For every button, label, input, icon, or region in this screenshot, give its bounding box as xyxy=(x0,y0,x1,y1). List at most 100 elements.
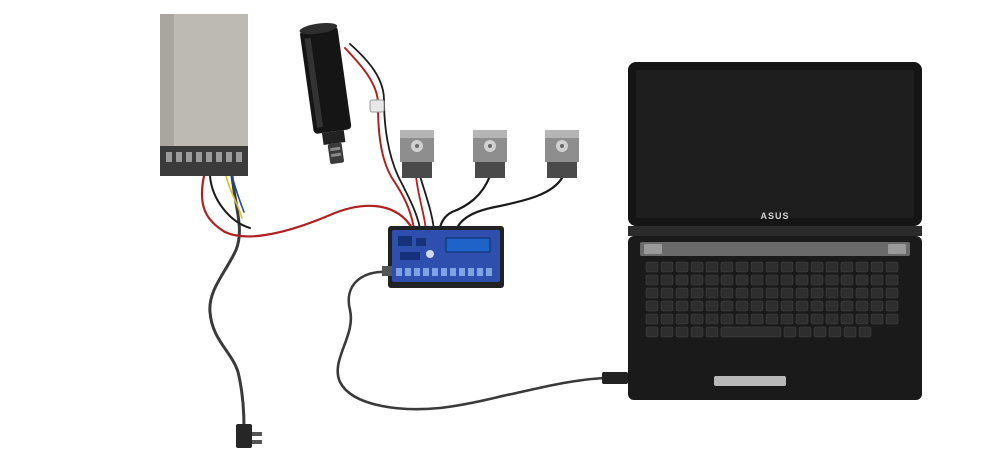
keyboard-key xyxy=(765,300,779,312)
keyboard-key xyxy=(870,261,884,273)
keyboard-key xyxy=(885,313,899,325)
keyboard-key xyxy=(765,261,779,273)
keyboard-key xyxy=(660,261,674,273)
keyboard-key xyxy=(795,274,809,286)
keyboard-key xyxy=(660,326,674,338)
keyboard-key xyxy=(855,261,869,273)
power-supply-terminals xyxy=(166,152,242,162)
power-supply-body xyxy=(160,14,248,164)
keyboard-key xyxy=(780,261,794,273)
keyboard-key xyxy=(705,326,719,338)
keyboard-key xyxy=(843,326,857,338)
keyboard-key xyxy=(780,313,794,325)
stepper-motor-3 xyxy=(545,130,579,178)
keyboard-key xyxy=(765,287,779,299)
power-supply xyxy=(160,14,248,176)
keyboard-key xyxy=(720,326,782,338)
spindle-red-wire xyxy=(344,47,415,229)
controller-board xyxy=(382,226,504,288)
stepper-3-cable xyxy=(454,176,564,232)
laptop-screen xyxy=(636,70,914,218)
keyboard-key xyxy=(735,287,749,299)
mains-power-cable xyxy=(208,174,246,430)
psu-blue-wire xyxy=(231,175,245,213)
keyboard-key xyxy=(825,274,839,286)
keyboard-key xyxy=(690,313,704,325)
keyboard-key xyxy=(855,313,869,325)
keyboard-key xyxy=(840,313,854,325)
keyboard-key xyxy=(675,287,689,299)
keyboard-key xyxy=(705,261,719,273)
keyboard-key xyxy=(810,313,824,325)
keyboard-key xyxy=(780,300,794,312)
keyboard-key xyxy=(645,300,659,312)
keyboard-key xyxy=(645,261,659,273)
keyboard-key xyxy=(720,300,734,312)
keyboard-key xyxy=(855,300,869,312)
keyboard-key xyxy=(720,274,734,286)
keyboard-key xyxy=(813,326,827,338)
laptop-hinge xyxy=(628,226,922,236)
psu-red-wire xyxy=(200,174,414,238)
laptop: ASUS xyxy=(602,62,922,400)
controller-lcd xyxy=(445,237,491,253)
keyboard-key xyxy=(735,274,749,286)
keyboard-key xyxy=(825,287,839,299)
keyboard-key xyxy=(705,287,719,299)
keyboard-key xyxy=(720,287,734,299)
keyboard-key xyxy=(795,261,809,273)
keyboard-key xyxy=(720,313,734,325)
usb-cable xyxy=(336,270,606,411)
keyboard-key xyxy=(870,287,884,299)
spindle-body xyxy=(300,26,352,134)
keyboard-key xyxy=(795,287,809,299)
keyboard-key xyxy=(750,287,764,299)
keyboard-key xyxy=(858,326,872,338)
keyboard-key xyxy=(660,313,674,325)
power-plug-icon xyxy=(236,424,262,448)
keyboard-key xyxy=(735,300,749,312)
keyboard-key xyxy=(810,300,824,312)
spindle-connector xyxy=(369,99,385,113)
keyboard-key xyxy=(870,300,884,312)
keyboard-key xyxy=(795,300,809,312)
keyboard-key xyxy=(885,261,899,273)
keyboard-key xyxy=(720,261,734,273)
keyboard-key xyxy=(660,274,674,286)
controller-terminal-row xyxy=(396,268,492,276)
keyboard-key xyxy=(705,274,719,286)
keyboard-key xyxy=(840,287,854,299)
keyboard-key xyxy=(660,287,674,299)
keyboard-key xyxy=(675,300,689,312)
cables xyxy=(200,43,606,430)
keyboard-key xyxy=(810,261,824,273)
laptop-touchpad xyxy=(714,376,786,386)
keyboard-key xyxy=(810,274,824,286)
keyboard-key xyxy=(645,326,659,338)
stepper-1-black-wire xyxy=(419,175,435,231)
keyboard-key xyxy=(675,274,689,286)
keyboard-key xyxy=(855,287,869,299)
keyboard-key xyxy=(765,313,779,325)
keyboard-key xyxy=(825,261,839,273)
keyboard-key xyxy=(690,300,704,312)
keyboard-key xyxy=(690,274,704,286)
keyboard-key xyxy=(885,300,899,312)
keyboard-key xyxy=(645,274,659,286)
stepper-motor-2 xyxy=(473,130,507,178)
spindle-black-wire xyxy=(349,43,421,229)
usb-port xyxy=(382,266,392,276)
power-supply-shade xyxy=(160,14,174,164)
keyboard-key xyxy=(885,274,899,286)
keyboard-key xyxy=(840,300,854,312)
stepper-motor-1 xyxy=(400,130,434,178)
keyboard-key xyxy=(705,300,719,312)
laptop-usb-port xyxy=(602,372,628,384)
keyboard-key xyxy=(705,313,719,325)
keyboard-key xyxy=(750,300,764,312)
keyboard-key xyxy=(750,274,764,286)
keyboard-key xyxy=(765,274,779,286)
power-supply-terminal-strip xyxy=(160,146,248,176)
keyboard-key xyxy=(750,313,764,325)
